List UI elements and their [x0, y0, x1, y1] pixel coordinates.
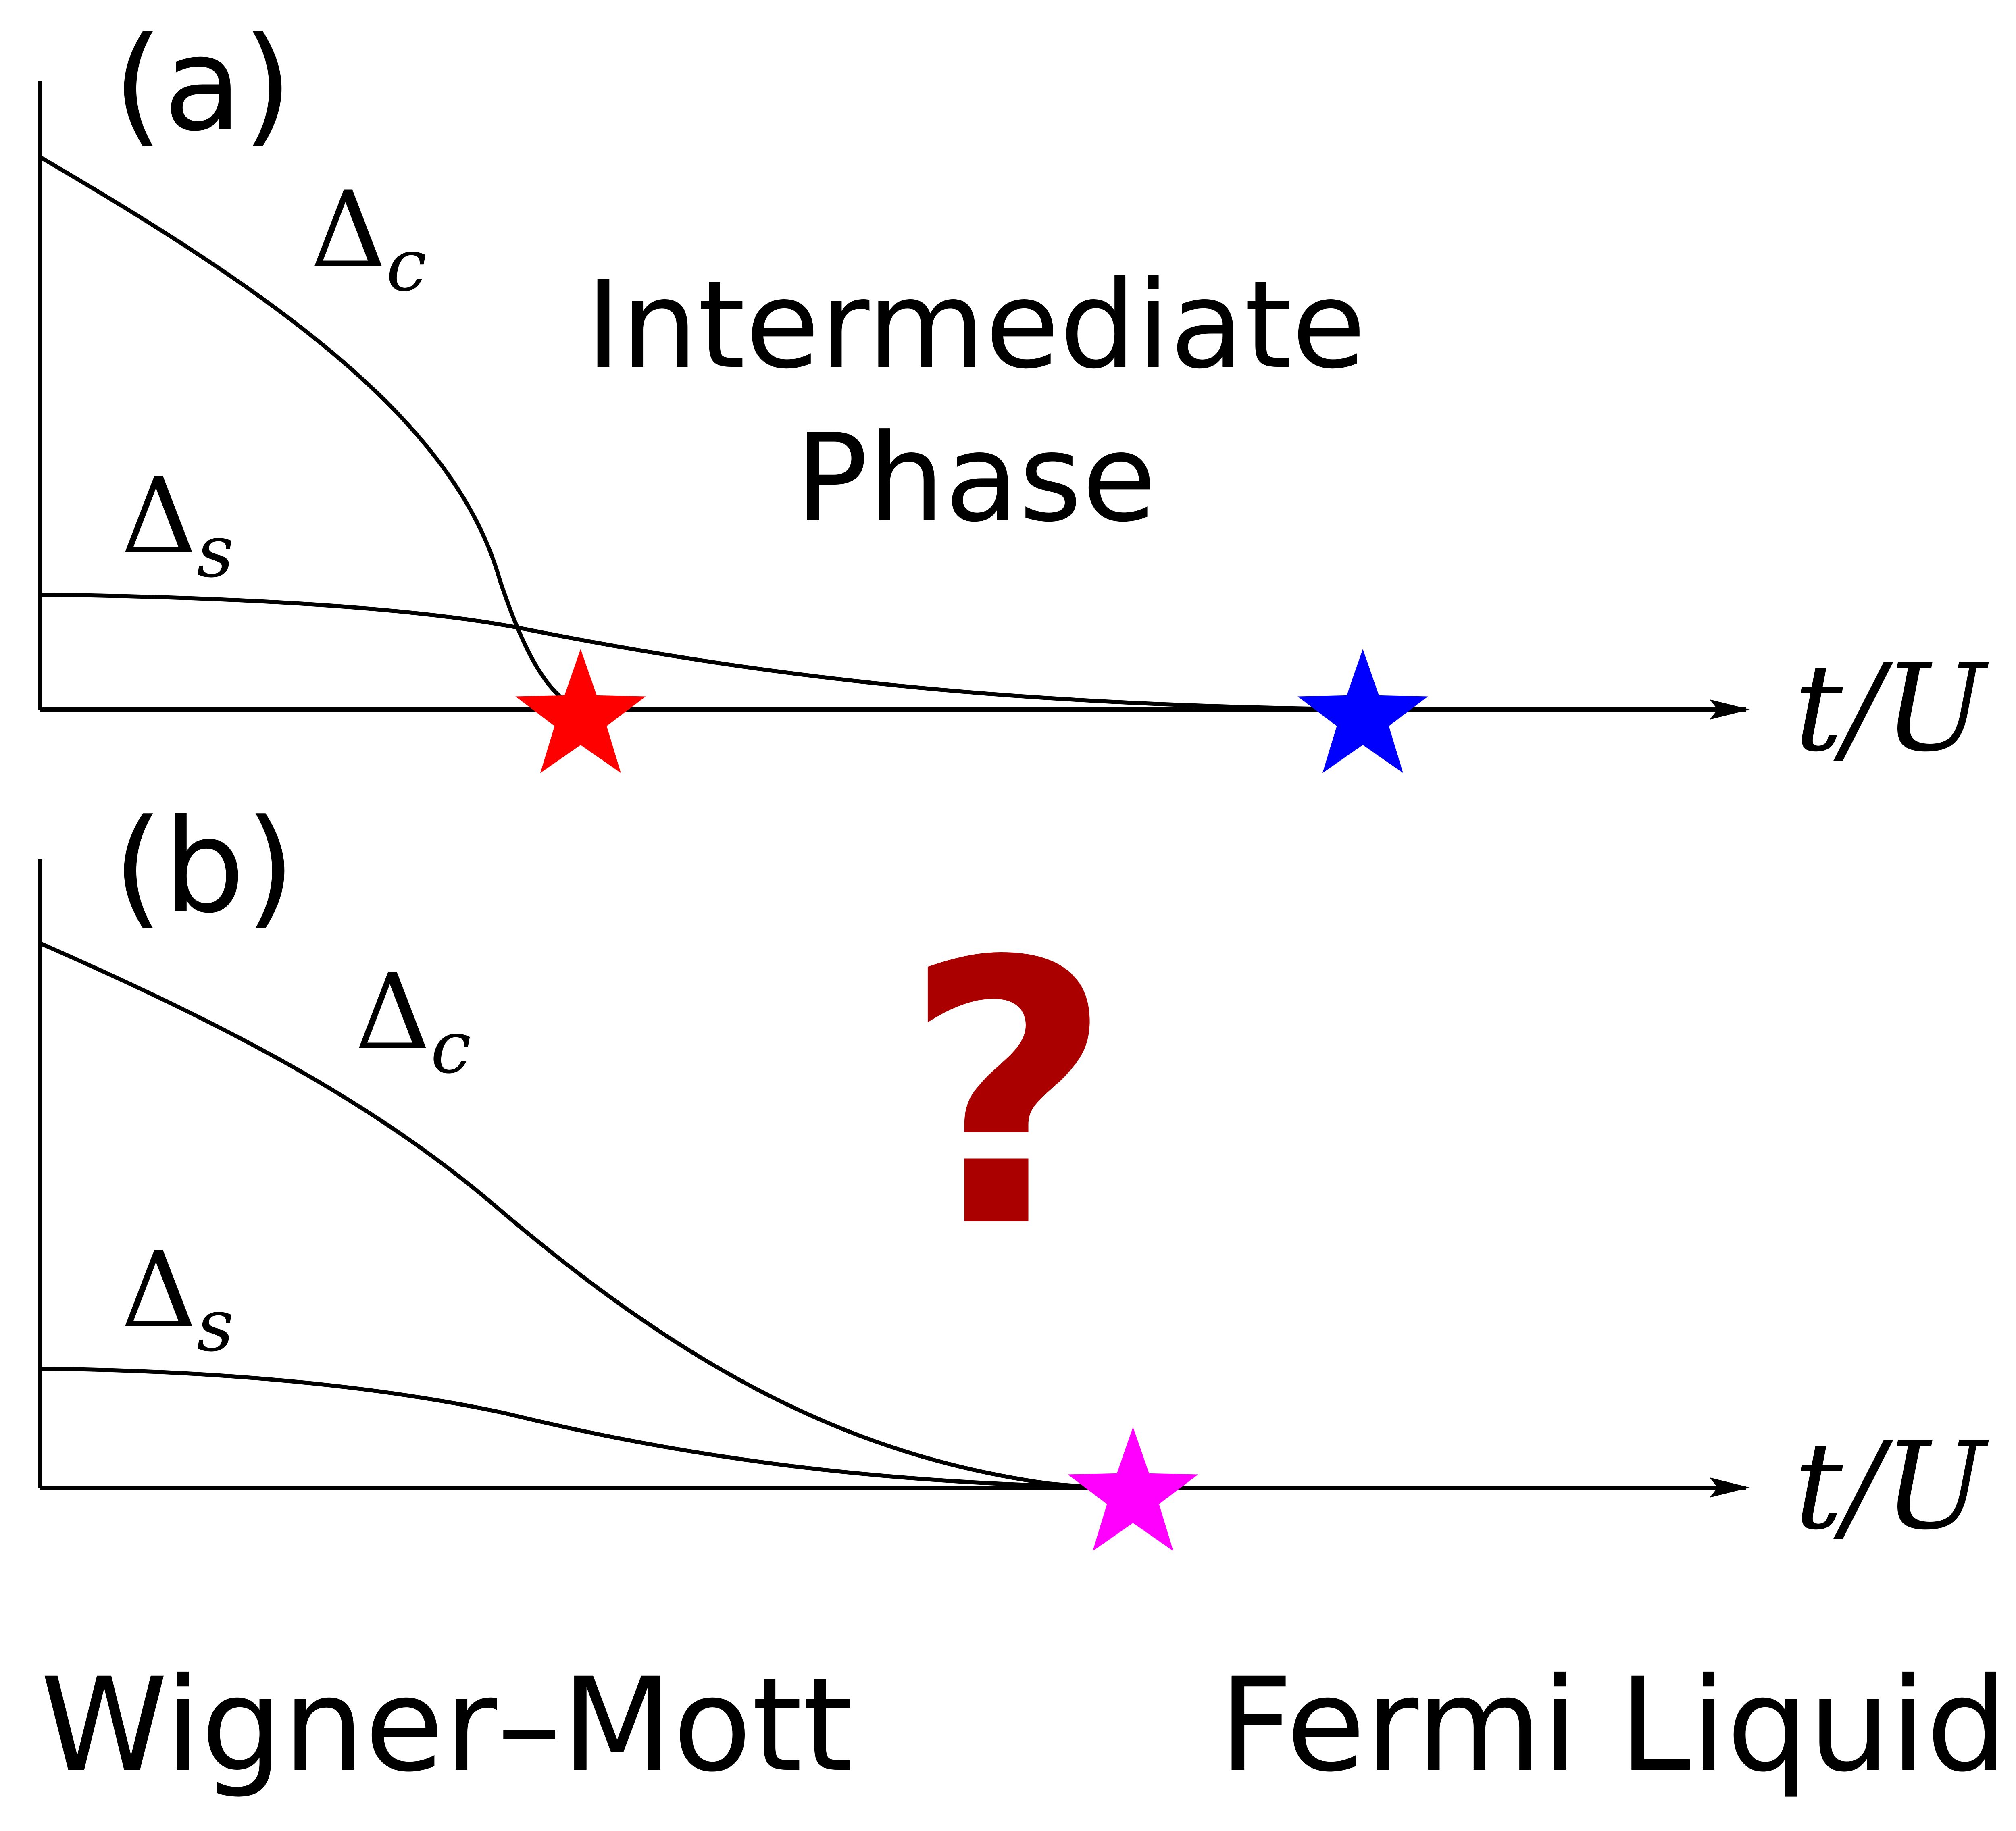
panel-a-charge-gap-label: Δc — [310, 169, 427, 308]
panel-a-label: (a) — [113, 10, 293, 160]
panel-a-transition-star-blue — [1297, 649, 1428, 773]
panel-a-axis-label: t/U — [1794, 638, 1989, 778]
wigner-mott-label: Wigner–Mott — [40, 1650, 853, 1800]
panel-a-spin-gap-curve — [38, 593, 1365, 712]
panel-b-label: (b) — [113, 792, 296, 942]
panel-b-charge-gap-curve — [38, 941, 1135, 1490]
panel-a-spin-gap-label: Δs — [121, 456, 234, 594]
panel-a-charge-gap-curve — [38, 155, 583, 712]
intermediate-phase-label-line2: Phase — [795, 408, 1156, 549]
panel-b-transition-star-magenta — [1068, 1427, 1198, 1551]
intermediate-phase-label-line1: Intermediate — [585, 255, 1366, 395]
fermi-liquid-label: Fermi Liquid — [1219, 1650, 2008, 1800]
panel-a-transition-star-red — [515, 649, 646, 773]
panel-b-charge-gap-label: Δc — [355, 951, 471, 1090]
panel-b: (b) Δc Δs ? t/U — [38, 792, 1989, 1556]
panel-b-spin-gap-curve — [38, 1367, 1135, 1490]
panel-b-spin-gap-label: Δs — [121, 1230, 234, 1368]
panel-b-axis-label: t/U — [1794, 1416, 1989, 1556]
unknown-phase-question-mark: ? — [903, 885, 1113, 1307]
panel-a: (a) Δc Δs Intermediate Phase t/U — [38, 10, 1989, 778]
